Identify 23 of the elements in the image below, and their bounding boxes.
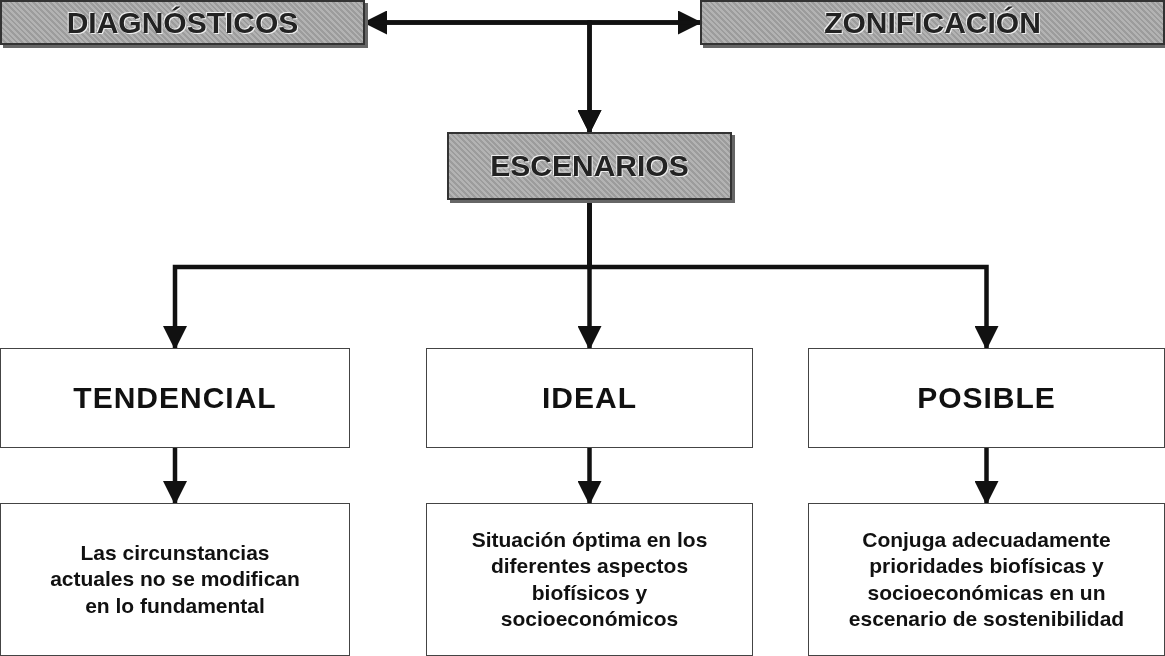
description-text: Las circunstancias actuales no se modifican en lo fundamental — [49, 540, 301, 619]
scenario-box — [426, 348, 753, 448]
box-label: DIAGNÓSTICOS — [66, 5, 299, 40]
description-box — [0, 503, 350, 656]
arrow — [974, 448, 999, 505]
arrow — [163, 448, 187, 505]
description-box — [426, 503, 753, 656]
arrow — [577, 448, 602, 505]
label-box — [0, 0, 365, 45]
scenario-box — [808, 348, 1165, 448]
description-box — [808, 503, 1165, 656]
box-label: ZONIFICACIÓN — [824, 5, 1041, 40]
label-box — [447, 132, 732, 200]
box-label: ESCENARIOS — [490, 149, 689, 183]
arrow — [577, 20, 700, 134]
arrow — [587, 200, 999, 350]
description-text: Situación óptima en los diferentes aspectos biofísicos y socioeconómicos — [470, 527, 709, 632]
box-label: POSIBLE — [917, 381, 1056, 415]
label-box — [700, 0, 1165, 45]
box-label: TENDENCIAL — [73, 381, 277, 415]
description-text: Conjuga adecuadamente prioridades biofísicas y socioeconómicas en un escenario de sostenibilidad — [847, 527, 1126, 632]
scenario-box — [0, 348, 350, 448]
box-label: IDEAL — [542, 381, 637, 415]
